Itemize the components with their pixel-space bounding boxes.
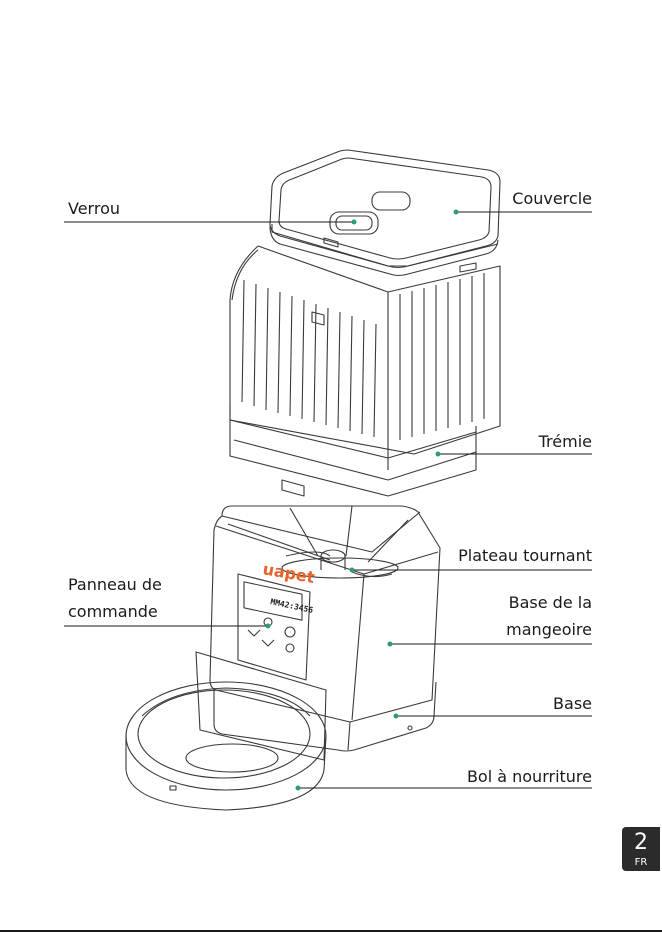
- dot-plateau: [350, 568, 355, 573]
- lid: [270, 150, 500, 276]
- label-panneau-line1: Panneau de: [68, 574, 162, 596]
- label-verrou: Verrou: [68, 198, 120, 220]
- footer-rule: [0, 930, 662, 932]
- label-base: Base: [553, 693, 592, 715]
- display-readout: MM42:3456: [270, 597, 314, 615]
- food-bowl: [126, 652, 326, 810]
- dot-verrou: [352, 220, 357, 225]
- label-plateau-tournant: Plateau tournant: [458, 545, 592, 567]
- dot-panneau: [266, 624, 271, 629]
- label-base-mangeoire-line1: Base de la: [509, 592, 592, 614]
- page-language: FR: [622, 857, 660, 869]
- brand-logo: uapet: [261, 559, 316, 587]
- label-bol: Bol à nourriture: [467, 766, 592, 788]
- dot-bol: [296, 786, 301, 791]
- label-panneau-line2: commande: [68, 601, 158, 623]
- dot-couvercle: [454, 210, 459, 215]
- leader-lines: [64, 212, 592, 788]
- label-base-mangeoire-line2: mangeoire: [506, 619, 592, 641]
- hopper: [230, 246, 500, 496]
- label-tremie: Trémie: [539, 431, 592, 453]
- page-number: 2: [622, 829, 660, 857]
- dot-base: [394, 714, 399, 719]
- dot-tremie: [436, 452, 441, 457]
- page-badge: 2 FR: [622, 827, 660, 871]
- label-couvercle: Couvercle: [512, 188, 592, 210]
- dot-base-mangeoire: [388, 642, 393, 647]
